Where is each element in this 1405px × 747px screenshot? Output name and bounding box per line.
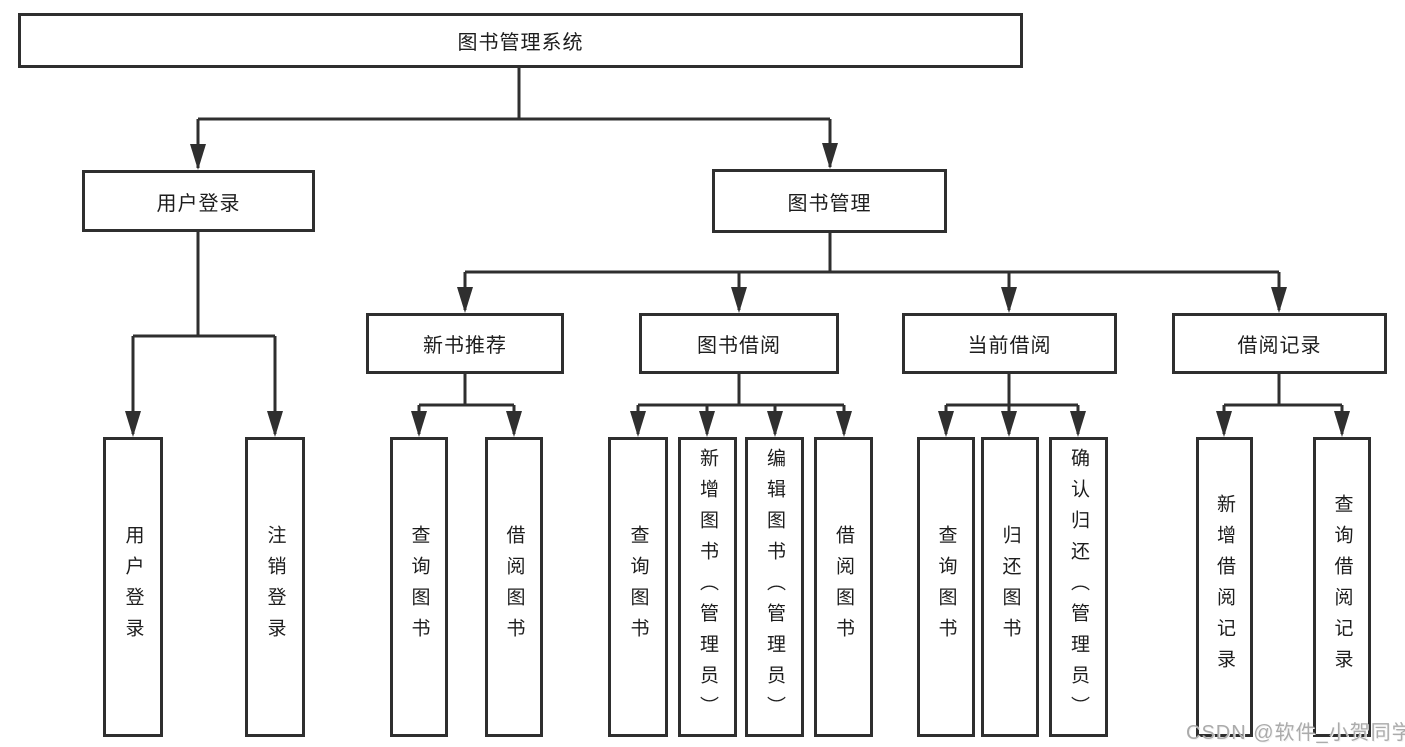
leaf-user-login: 用户登录 xyxy=(103,437,163,737)
node-user-login-label: 用户登录 xyxy=(156,192,241,215)
leaf-logout: 注销登录 xyxy=(245,437,305,737)
node-user-login: 用户登录 xyxy=(82,170,315,232)
leaf-query-borrow-record: 查询借阅记录 xyxy=(1313,437,1371,737)
leaf-add-books-admin-label: 新增图书（管理员） xyxy=(697,447,718,727)
node-borrow-records: 借阅记录 xyxy=(1172,313,1387,374)
leaf-query-books-recommend-label: 查询图书 xyxy=(408,525,430,649)
leaf-query-books-recommend: 查询图书 xyxy=(390,437,448,737)
leaf-confirm-return-admin: 确认归还（管理员） xyxy=(1049,437,1108,737)
leaf-borrow-books-recommend-label: 借阅图书 xyxy=(503,525,525,649)
node-book-management: 图书管理 xyxy=(712,169,947,233)
leaf-add-borrow-record: 新增借阅记录 xyxy=(1196,437,1253,737)
leaf-borrow-books-recommend: 借阅图书 xyxy=(485,437,543,737)
leaf-edit-books-admin: 编辑图书（管理员） xyxy=(745,437,804,737)
node-book-borrow-label: 图书借阅 xyxy=(697,335,781,357)
leaf-return-books: 归还图书 xyxy=(981,437,1039,737)
leaf-query-books-current: 查询图书 xyxy=(917,437,975,737)
arrowheads xyxy=(125,143,1350,437)
node-root-system: 图书管理系统 xyxy=(18,13,1023,68)
node-borrow-records-label: 借阅记录 xyxy=(1237,335,1322,357)
csdn-watermark: CSDN @软件_小贺同学 xyxy=(1186,722,1405,744)
leaf-query-books-borrow: 查询图书 xyxy=(608,437,668,737)
leaf-query-books-current-label: 查询图书 xyxy=(935,525,957,649)
leaf-add-borrow-record-label: 新增借阅记录 xyxy=(1214,494,1235,680)
leaf-confirm-return-admin-label: 确认归还（管理员） xyxy=(1068,447,1089,727)
leaf-query-books-borrow-label: 查询图书 xyxy=(627,525,649,649)
leaf-return-books-label: 归还图书 xyxy=(999,525,1021,649)
node-book-management-label: 图书管理 xyxy=(787,192,872,215)
leaf-borrow-books: 借阅图书 xyxy=(814,437,873,737)
node-book-borrow: 图书借阅 xyxy=(639,313,839,374)
node-root-label: 图书管理系统 xyxy=(457,32,584,54)
leaf-query-borrow-record-label: 查询借阅记录 xyxy=(1331,494,1353,680)
node-new-book-recommend: 新书推荐 xyxy=(366,313,564,374)
node-current-borrow: 当前借阅 xyxy=(902,313,1117,374)
leaf-logout-label: 注销登录 xyxy=(264,525,286,649)
leaf-borrow-books-label: 借阅图书 xyxy=(833,525,854,649)
leaf-add-books-admin: 新增图书（管理员） xyxy=(678,437,737,737)
node-current-borrow-label: 当前借阅 xyxy=(967,335,1052,357)
leaf-edit-books-admin-label: 编辑图书（管理员） xyxy=(764,447,785,727)
node-new-book-recommend-label: 新书推荐 xyxy=(423,335,507,357)
leaf-user-login-label: 用户登录 xyxy=(122,525,144,649)
